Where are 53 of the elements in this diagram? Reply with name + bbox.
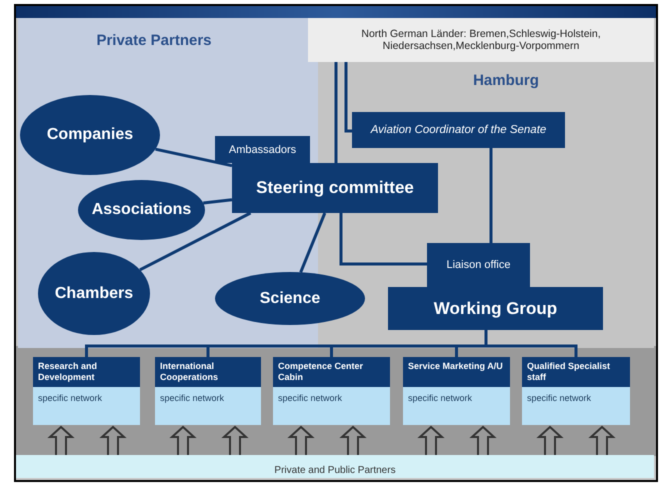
node-label: North German Länder: Bremen,Schleswig-Holstein, Niedersachsen,Mecklenburg-Vorpommern xyxy=(360,28,602,52)
node-label: Ambassadors xyxy=(228,144,296,156)
unit-subtitle: specific network xyxy=(37,392,104,405)
node-label: Private and Public Partners xyxy=(274,465,396,476)
block-arrow xyxy=(588,426,616,456)
connector-line xyxy=(340,213,427,266)
region-title: Hamburg xyxy=(473,72,539,89)
node-label: Aviation Coordinator of the Senate xyxy=(370,124,546,136)
connector-line xyxy=(139,212,252,272)
unit-heading: Research and Development xyxy=(33,357,140,387)
footer-band xyxy=(16,455,654,478)
unit-card xyxy=(33,357,140,425)
unit-heading: Competence Center Cabin xyxy=(273,357,390,387)
unit-heading: Service Marketing A/U xyxy=(403,357,510,387)
node-label: Liaison office xyxy=(446,259,510,271)
node-label: Working Group xyxy=(434,298,558,318)
block-arrow xyxy=(47,426,75,456)
block-arrow xyxy=(536,426,564,456)
connector-line xyxy=(299,212,326,273)
node-label: Chambers xyxy=(54,284,134,302)
connector-line xyxy=(155,148,232,168)
node-label: Associations xyxy=(92,201,192,219)
region-title: Private Partners xyxy=(96,32,212,49)
unit-heading: International Cooperations xyxy=(155,357,261,387)
unit-card xyxy=(403,357,510,425)
block-arrow xyxy=(469,426,497,456)
unit-card xyxy=(522,357,630,425)
coordinator-box xyxy=(352,112,565,148)
unit-subtitle: specific network xyxy=(407,392,474,405)
block-arrow xyxy=(221,426,249,456)
connector-line xyxy=(344,62,352,132)
block-arrow xyxy=(417,426,445,456)
committee-box xyxy=(388,287,603,330)
unit-subtitle: specific network xyxy=(159,392,226,405)
block-arrow xyxy=(169,426,197,456)
block-arrow xyxy=(287,426,315,456)
unit-heading: Qualified Specialist staff xyxy=(522,357,630,387)
node-label: Companies xyxy=(46,126,134,144)
unit-subtitle: specific network xyxy=(526,392,592,405)
connector-line xyxy=(203,198,232,204)
header-band xyxy=(308,18,654,62)
block-arrow xyxy=(339,426,367,456)
office-box xyxy=(427,243,530,287)
unit-subtitle: specific network xyxy=(277,392,344,405)
connector-line xyxy=(334,62,338,163)
connector-line xyxy=(490,148,492,243)
unit-card xyxy=(155,357,261,425)
node-label: Science xyxy=(260,290,320,308)
committee-box xyxy=(232,163,438,213)
node-label: Steering committee xyxy=(256,178,414,198)
block-arrow xyxy=(99,426,127,456)
unit-card xyxy=(273,357,390,425)
office-box xyxy=(215,136,310,163)
